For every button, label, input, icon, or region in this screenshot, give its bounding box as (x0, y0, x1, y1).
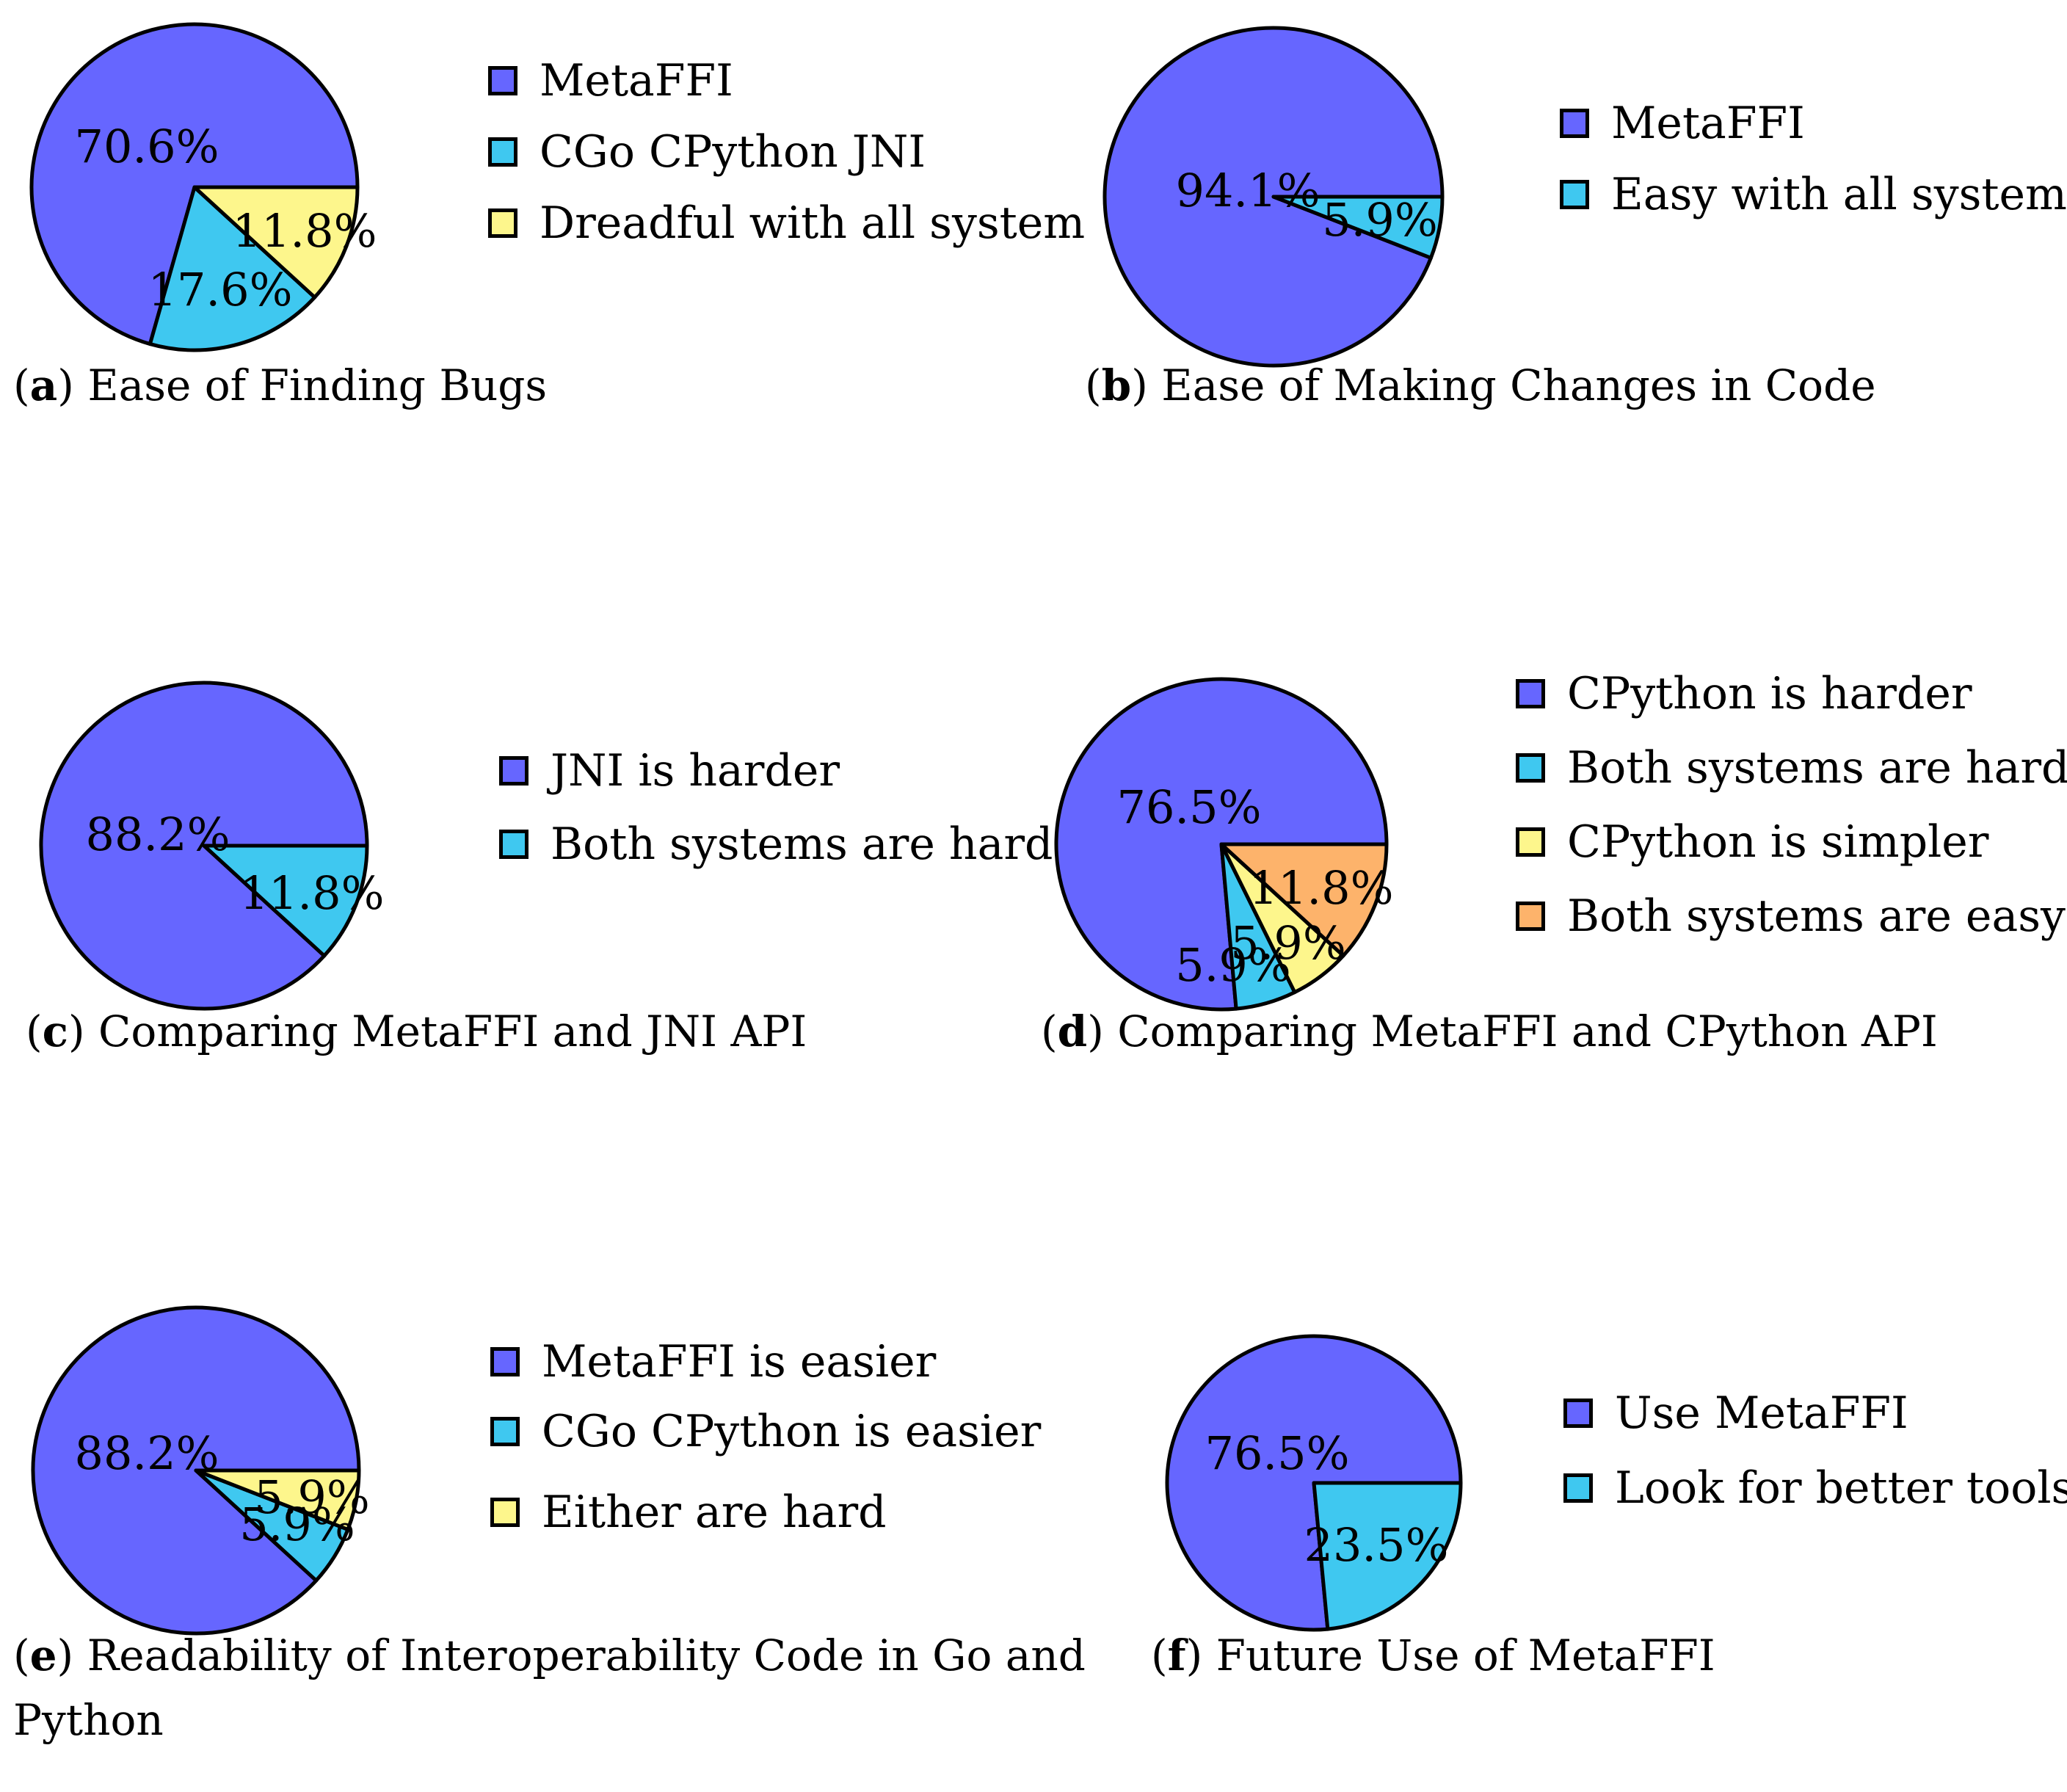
legend-item-metaffi: MetaFFI (1560, 101, 1805, 145)
slice-percent-label: 76.5% (1117, 780, 1262, 834)
caption-letter: f (1167, 1630, 1186, 1680)
caption-e: (e) Readability of Interoperability Code… (13, 1630, 1086, 1745)
slice-percent-label: 5.9% (1230, 916, 1346, 970)
slice-percent-label: 17.6% (148, 263, 293, 316)
legend-swatch (1516, 679, 1545, 708)
caption-title: Readability of Interoperability Code in … (87, 1630, 1086, 1680)
legend-label: CPython is simpler (1567, 816, 1989, 868)
slice-percent-label: 11.8% (233, 204, 377, 258)
legend-label: CGo CPython is easier (542, 1406, 1042, 1457)
caption-title: Comparing MetaFFI and JNI API (98, 1006, 807, 1056)
legend-item-cgo-cpython-jni: CGo CPython JNI (488, 130, 926, 174)
caption-d: (d) Comparing MetaFFI and CPython API (1041, 1006, 1938, 1056)
caption-letter: b (1101, 360, 1132, 410)
legend-swatch (1516, 827, 1545, 857)
legend-swatch (490, 1347, 520, 1376)
caption-title: Future Use of MetaFFI (1216, 1630, 1715, 1680)
legend-swatch (488, 66, 517, 95)
caption-title: Comparing MetaFFI and CPython API (1117, 1006, 1938, 1056)
legend-swatch (490, 1417, 520, 1446)
pie-slice-easy-with-all-systems (1271, 195, 1445, 260)
caption-b: (b) Ease of Making Changes in Code (1085, 360, 1876, 410)
legend-item-jni-is-harder: JNI is harder (499, 749, 840, 793)
caption-f: (f) Future Use of MetaFFI (1151, 1630, 1715, 1680)
legend-item-cpython-is-simpler: CPython is simpler (1516, 820, 1988, 864)
caption-letter: e (29, 1630, 57, 1680)
caption-letter: d (1057, 1006, 1088, 1056)
legend-label: MetaFFI is easier (542, 1336, 937, 1387)
legend-swatch (1516, 902, 1545, 931)
pie-slice-both-systems-are-easy (1219, 842, 1389, 958)
slice-percent-label: 5.9% (239, 1498, 355, 1551)
caption-c: (c) Comparing MetaFFI and JNI API (26, 1006, 807, 1056)
legend-item-look-for-better-tools: Look for better tools (1563, 1466, 2067, 1510)
legend-item-dreadful-with-all-system: Dreadful with all system (488, 201, 1085, 245)
legend-item-either-are-hard: Either are hard (490, 1490, 887, 1534)
legend-swatch (1563, 1473, 1593, 1503)
pie-slice-dreadful-with-all-system (192, 185, 360, 300)
pie-slice-cpython-is-harder (1054, 677, 1389, 1012)
slice-percent-label: 94.1% (1176, 164, 1321, 217)
slice-percent-label: 5.9% (1175, 938, 1291, 992)
legend-label: Easy with all systems (1611, 169, 2067, 220)
legend-label: Both systems are hard (1567, 742, 2067, 794)
slice-percent-label: 88.2% (75, 1426, 219, 1480)
pie-slice-look-for-better-tools (1312, 1481, 1463, 1631)
legend-swatch (490, 1498, 520, 1527)
slice-percent-label: 11.8% (1249, 861, 1394, 915)
legend-swatch (488, 137, 517, 167)
legend-label: Use MetaFFI (1615, 1387, 1908, 1439)
legend-swatch (1563, 1399, 1593, 1428)
legend-swatch (499, 830, 528, 859)
pie-slice-either-are-hard (194, 1468, 361, 1531)
legend-item-use-metaffi: Use MetaFFI (1563, 1391, 1908, 1435)
slice-percent-label: 70.6% (75, 120, 219, 173)
legend-item-metaffi-is-easier: MetaFFI is easier (490, 1340, 936, 1384)
caption-title: Ease of Making Changes in Code (1161, 360, 1876, 410)
legend-item-cgo-cpython-is-easier: CGo CPython is easier (490, 1410, 1041, 1454)
slice-percent-label: 5.9% (254, 1470, 370, 1524)
legend-label: MetaFFI (1611, 98, 1805, 149)
slice-percent-label: 23.5% (1304, 1518, 1449, 1572)
legend-label: CPython is harder (1567, 668, 1972, 719)
legend-label: Both systems are easy (1567, 890, 2066, 942)
legend-swatch (1560, 180, 1589, 209)
caption-a: (a) Ease of Finding Bugs (13, 360, 548, 410)
legend-item-both-systems-are-hard: Both systems are hard (1516, 746, 2067, 790)
legend-label: Both systems are hard (551, 819, 1053, 870)
caption-title: Ease of Finding Bugs (87, 360, 548, 410)
caption-title: Python (13, 1695, 164, 1745)
legend-item-both-systems-are-hard: Both systems are hard (499, 822, 1053, 866)
legend-label: MetaFFI (540, 55, 733, 106)
pie-slice-metaffi (29, 22, 360, 347)
legend-item-easy-with-all-systems: Easy with all systems (1560, 173, 2067, 217)
slice-percent-label: 76.5% (1205, 1426, 1350, 1480)
slice-percent-label: 11.8% (240, 866, 385, 920)
pie-slice-cgo-cpython-jni (148, 185, 317, 352)
caption-letter: a (29, 360, 58, 410)
legend-item-both-systems-are-easy: Both systems are easy (1516, 894, 2066, 938)
legend-swatch (1560, 109, 1589, 138)
legend-swatch (499, 756, 528, 786)
legend-item-cpython-is-harder: CPython is harder (1516, 672, 1972, 716)
legend-swatch (488, 208, 517, 238)
legend-label: CGo CPython JNI (540, 126, 926, 178)
legend-label: Dreadful with all system (540, 197, 1086, 249)
legend-swatch (1516, 753, 1545, 783)
caption-letter: c (42, 1006, 68, 1056)
legend-label: Look for better tools (1615, 1462, 2067, 1514)
legend-label: Either are hard (542, 1487, 887, 1538)
slice-percent-label: 5.9% (1322, 193, 1438, 247)
pie-slice-both-systems-are-hard (202, 844, 369, 958)
legend-label: JNI is harder (551, 745, 840, 797)
legend-item-metaffi: MetaFFI (488, 59, 733, 103)
slice-percent-label: 88.2% (86, 808, 230, 861)
